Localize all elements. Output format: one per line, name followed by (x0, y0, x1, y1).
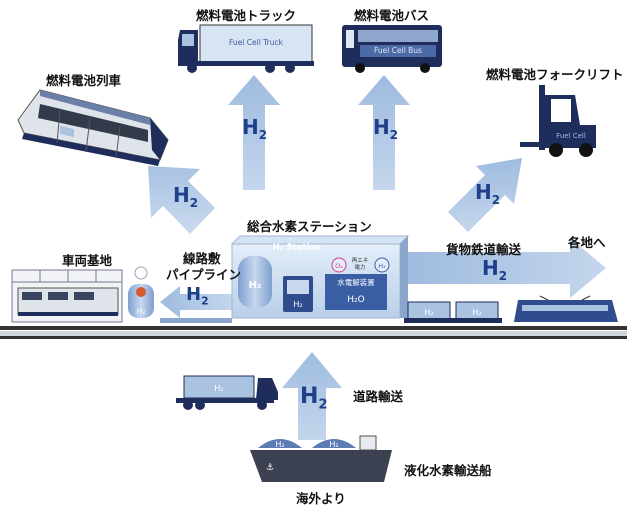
label-hydrogen-station: 総合水素ステーション (247, 219, 372, 234)
h2-label-truck: H2 (242, 115, 268, 142)
label-fuel-cell-truck: 燃料電池トラック (196, 8, 297, 23)
depot-hydrogen-tank: H₂ (128, 266, 154, 318)
label-pipeline-line1: 線路敷 (183, 251, 221, 266)
station-small-tank-label: H₂ (293, 300, 302, 309)
forklift-side-text: Fuel Cell (556, 132, 586, 140)
arrow-to-train (148, 166, 218, 234)
svg-text:⚓: ⚓ (266, 463, 274, 473)
h2-label-forklift: H2 (475, 180, 501, 207)
label-pipeline-line2: パイプライン (166, 267, 242, 282)
label-lh2-ship: 液化水素輸送船 (404, 463, 492, 478)
road-tank-label: H₂ (214, 384, 223, 393)
road-tanker-truck: H₂ (176, 375, 278, 410)
h2-label-road: H2 (300, 384, 328, 413)
hydrogen-station: H₂ Station H₂ H₂ 水電解装置 H₂O O₂ H₂ 再エネ 電力 (230, 235, 410, 319)
freight-train: H₂ H₂ (404, 295, 618, 323)
h2-bubble: H₂ (378, 262, 386, 270)
fuel-cell-train-icon (17, 89, 169, 166)
arrow-to-bus (358, 75, 410, 190)
station-tank-label: H₂ (249, 280, 262, 291)
ship-tank-1-label: H₂ (275, 440, 284, 449)
freight-tank-1-label: H₂ (424, 308, 433, 317)
label-fuel-cell-train: 燃料電池列車 (46, 73, 122, 88)
h2-label-bus: H2 (373, 115, 399, 142)
pipeline-pipe (160, 318, 232, 323)
arrow-to-truck (228, 75, 280, 190)
label-destinations: 各地へ (568, 235, 606, 250)
label-fuel-cell-bus: 燃料電池バス (354, 8, 430, 23)
freight-tank-2-label: H₂ (472, 308, 481, 317)
label-overseas: 海外より (296, 491, 346, 506)
arrow-to-forklift (448, 158, 522, 232)
arrow-road-transport (282, 352, 342, 440)
label-freight-rail: 貨物鉄道輸送 (446, 242, 522, 257)
label-road-transport: 道路輸送 (353, 389, 404, 404)
label-fuel-cell-forklift: 燃料電池フォークリフト (486, 67, 624, 82)
bus-side-text: Fuel Cell Bus (374, 46, 422, 55)
ship-tank-2-label: H₂ (329, 440, 338, 449)
h2-label-freight: H2 (482, 256, 508, 283)
depot-tank-label: H₂ (137, 307, 146, 316)
renewable-line1: 再エネ (352, 257, 369, 264)
label-depot: 車両基地 (62, 253, 113, 268)
renewable-line2: 電力 (354, 263, 365, 271)
arrow-pipeline (160, 286, 232, 318)
electrolyzer-label: 水電解装置 (337, 277, 375, 287)
water-label: H₂O (347, 295, 364, 305)
arrow-freight-rail (408, 238, 606, 298)
o2-bubble: O₂ (335, 262, 343, 270)
railway-track (0, 326, 627, 339)
truck-side-text: Fuel Cell Truck (229, 38, 284, 47)
h2-label-train: H2 (173, 183, 199, 210)
fuel-cell-bus-icon: Fuel Cell Bus (342, 25, 442, 73)
station-sign: H₂ Station (273, 243, 322, 253)
depot-building (11, 269, 123, 323)
h2-label-pipeline: H2 (186, 284, 209, 308)
fuel-cell-truck-icon: Fuel Cell Truck (178, 24, 314, 73)
fuel-cell-forklift-icon: Fuel Cell (520, 85, 596, 157)
liquefied-hydrogen-ship: H₂ H₂ ⚓ (250, 435, 392, 482)
